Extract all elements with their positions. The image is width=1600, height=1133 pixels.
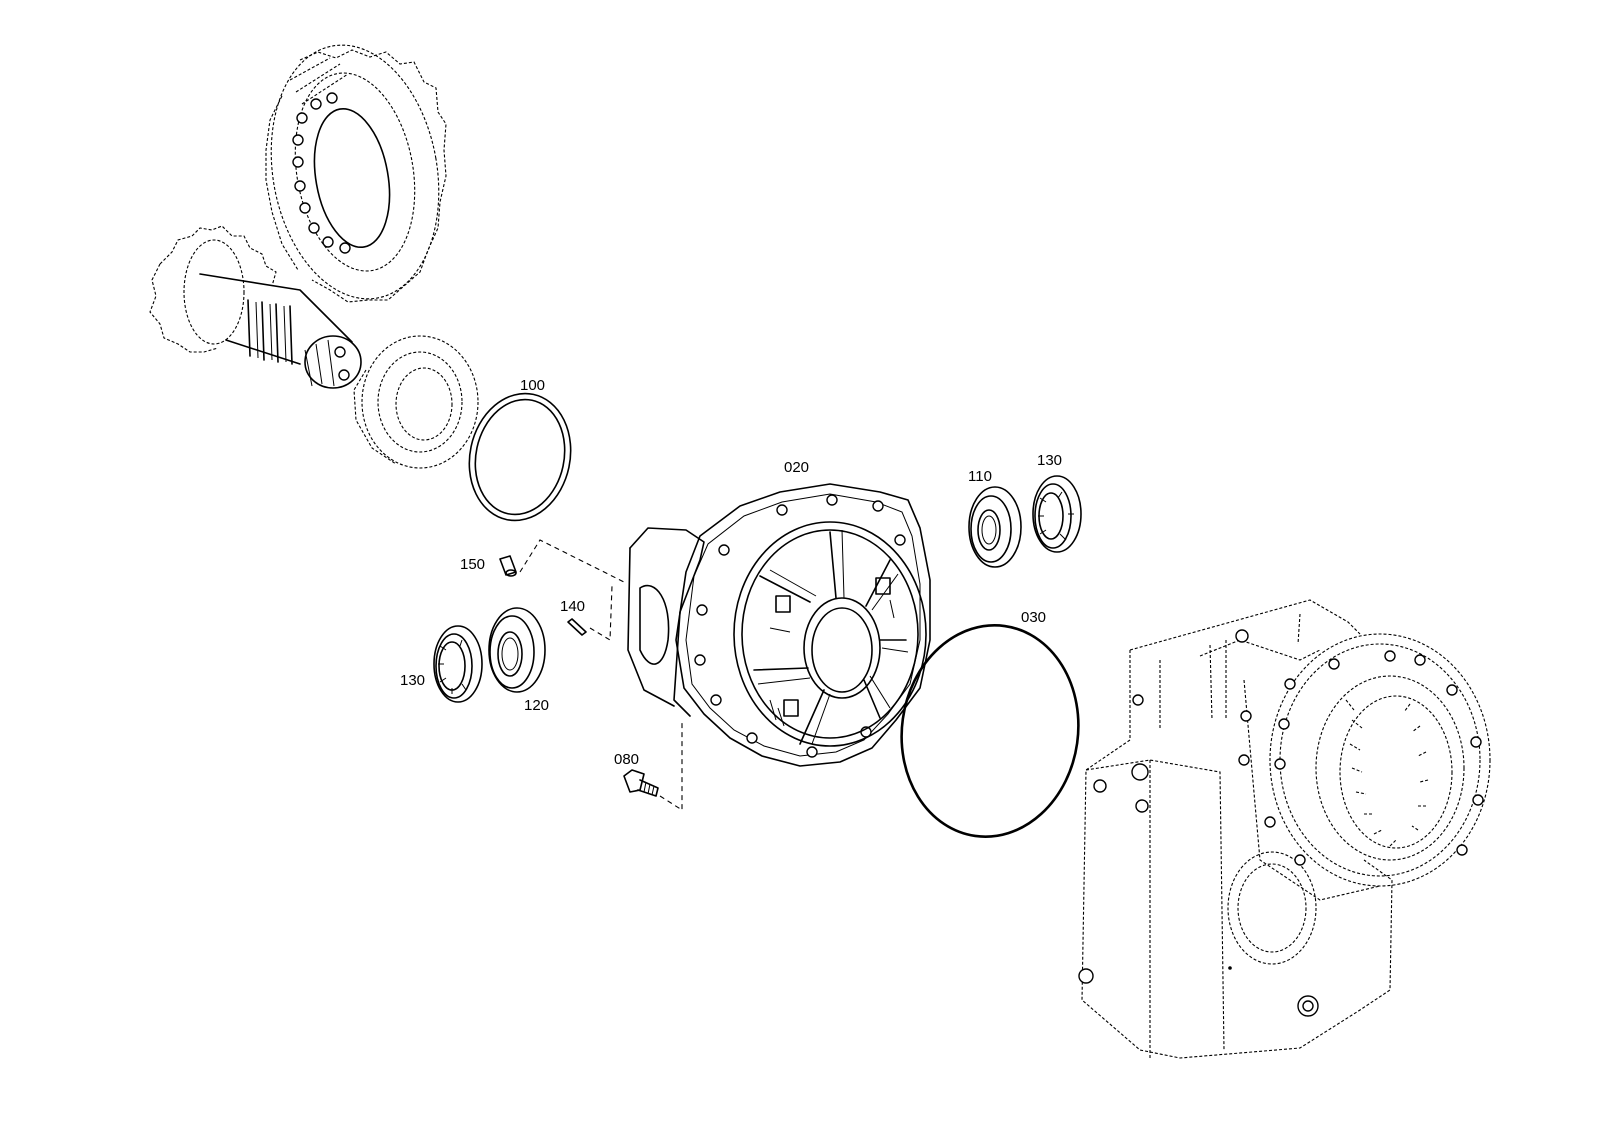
part-150-dowel-pin — [499, 555, 517, 577]
label-020: 020 — [784, 459, 809, 476]
part-130-slotted-nut-left — [433, 625, 483, 703]
pinion-shaft — [149, 225, 362, 389]
part-020-housing — [627, 483, 931, 767]
part-140-pin — [567, 618, 587, 636]
label-120: 120 — [524, 697, 549, 714]
assembly-lines — [519, 539, 683, 812]
part-120-ball-bearing — [488, 607, 546, 693]
label-030: 030 — [1021, 609, 1046, 626]
label-100: 100 — [520, 377, 545, 394]
label-150: 150 — [460, 556, 485, 573]
taper-roller-bearing — [353, 335, 479, 469]
part-130-slotted-nut-right — [1032, 475, 1082, 553]
label-080: 080 — [614, 751, 639, 768]
bevel-ring-gear — [265, 44, 447, 303]
part-030-o-ring — [900, 624, 1080, 838]
label-140: 140 — [560, 598, 585, 615]
label-130-left: 130 — [400, 672, 425, 689]
part-080-bolt — [623, 769, 659, 797]
label-130-right: 130 — [1037, 452, 1062, 469]
part-110-ball-bearing — [968, 486, 1022, 568]
axle-casing — [1078, 599, 1491, 1059]
label-110: 110 — [968, 468, 992, 485]
part-100-shim — [468, 392, 572, 522]
